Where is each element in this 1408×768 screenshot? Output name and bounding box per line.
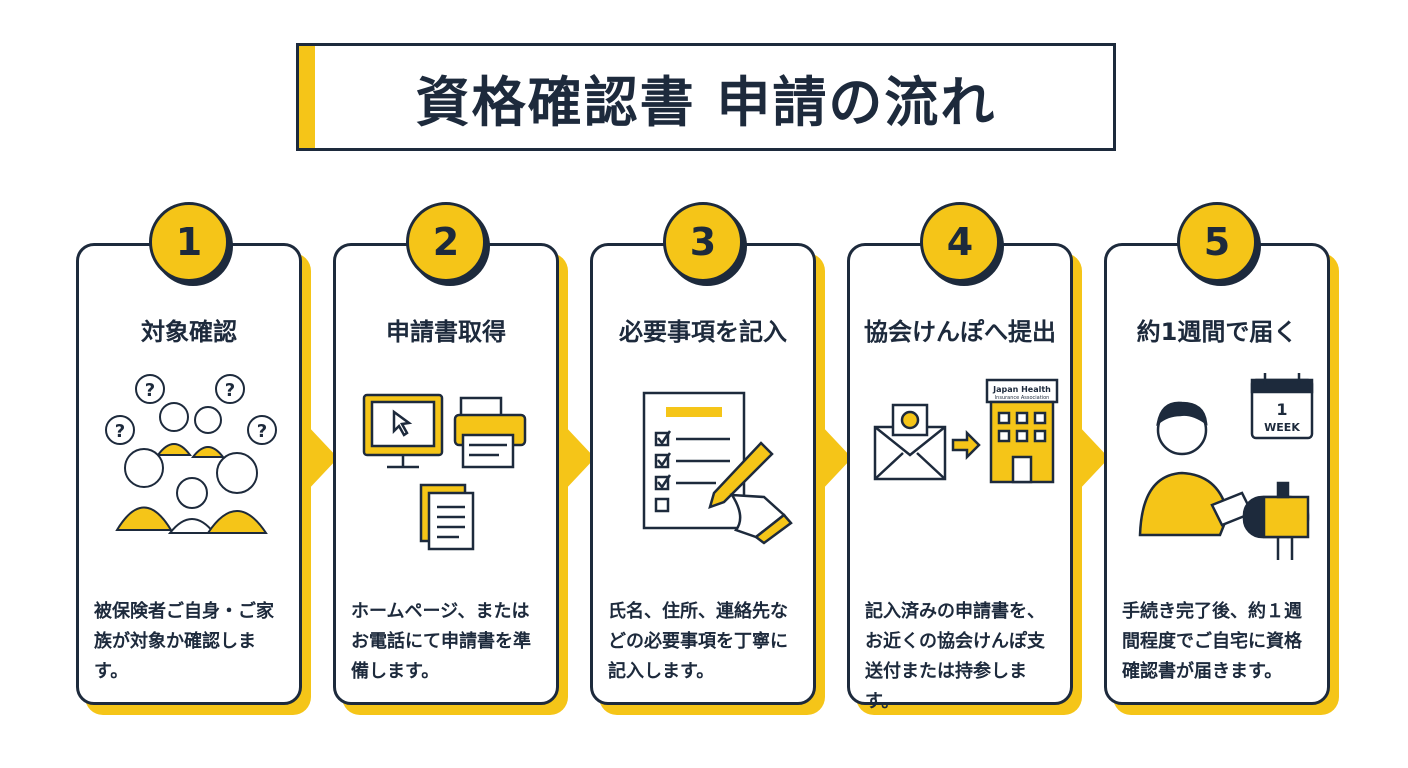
step-card xyxy=(1104,243,1330,705)
step-number-badge: 2 xyxy=(406,202,486,282)
chevron-right-icon xyxy=(563,424,595,492)
step-title: 必要事項を記入 xyxy=(619,318,787,346)
calendar-label: WEEK xyxy=(1264,421,1300,434)
title-accent-bar xyxy=(299,46,315,148)
step-card xyxy=(333,243,559,705)
step-description: 被保険者ご自身・ご家族が対象か確認します。 xyxy=(94,601,274,682)
step-description: ホームページ、またはお電話にて申請書を準備します。 xyxy=(351,601,531,682)
chevron-right-icon xyxy=(1077,424,1109,492)
computer-printer-document-icon xyxy=(362,393,527,551)
step-number-badge: 1 xyxy=(149,202,229,282)
step-title: 申請書取得 xyxy=(386,318,506,346)
step-4: 4 協会けんぽへ提出 Japan Health Insurance Associ… xyxy=(847,0,1082,768)
step-description: 記入済みの申請書を、お近くの協会けんぽ支送付または持参します。 xyxy=(865,601,1045,712)
checklist-pen-icon xyxy=(642,391,793,545)
building-sign: Japan Health xyxy=(992,385,1051,394)
step-2: 2 申請書取得 ホームページ、またはお電話にて申請書を準備します。 xyxy=(333,0,568,768)
step-title: 協会けんぽへ提出 xyxy=(864,318,1056,346)
svg-text:?: ? xyxy=(257,421,267,442)
svg-text:?: ? xyxy=(115,421,125,442)
building-sign-sub: Insurance Association xyxy=(995,395,1050,401)
step-1: 1 対象確認 ? ? ? ? 被保険者ご自身・ご家族が対象か確認します。 xyxy=(76,0,311,768)
page-title: 資格確認書 申請の流れ xyxy=(415,70,997,134)
svg-text:?: ? xyxy=(225,380,235,401)
step-number-badge: 3 xyxy=(663,202,743,282)
chevron-right-icon xyxy=(820,424,852,492)
step-description: 手続き完了後、約１週間程度でご自宅に資格確認書が届きます。 xyxy=(1122,601,1302,682)
title-box: 資格確認書 申請の流れ xyxy=(296,43,1116,151)
step-number-badge: 4 xyxy=(920,202,1000,282)
step-number-badge: 5 xyxy=(1177,202,1257,282)
envelope-building-icon: Japan Health Insurance Association xyxy=(873,378,1059,484)
family-question-icon: ? ? ? ? xyxy=(105,374,277,534)
step-card xyxy=(76,243,302,705)
chevron-right-icon xyxy=(306,424,338,492)
step-description: 氏名、住所、連絡先などの必要事項を丁寧に記入します。 xyxy=(608,601,788,682)
step-3: 3 必要事項を記入 氏名、住所、連絡先などの必要事項を丁寧に記入します。 xyxy=(590,0,825,768)
person-mailbox-icon: 1 WEEK xyxy=(1138,373,1314,560)
calendar-number: 1 xyxy=(1276,400,1287,419)
svg-text:?: ? xyxy=(145,380,155,401)
step-title: 約1週間で届く xyxy=(1136,318,1298,346)
step-5: 5 約1週間で届く 1 WEEK 手続き完了後、約１週間程度でご自宅に資格確認書… xyxy=(1104,0,1339,768)
step-title: 対象確認 xyxy=(141,318,237,346)
